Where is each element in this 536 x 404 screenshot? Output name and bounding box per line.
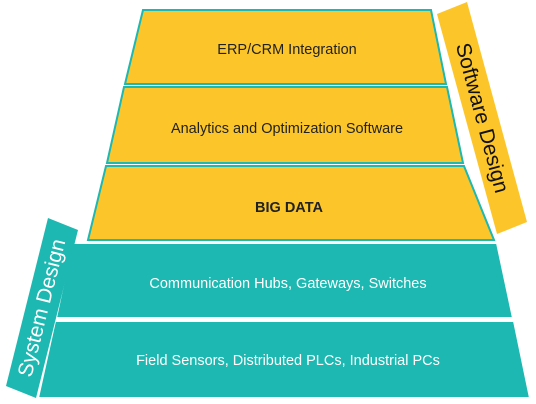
layer-analytics: Analytics and Optimization Software — [105, 86, 465, 164]
layer-field-sensors: Field Sensors, Distributed PLCs, Industr… — [36, 320, 532, 399]
layer-big-data-band — [86, 165, 496, 241]
layer-communication: Communication Hubs, Gateways, Switches — [54, 242, 515, 319]
layer-field-sensors-label: Field Sensors, Distributed PLCs, Industr… — [136, 353, 440, 369]
layer-communication-label: Communication Hubs, Gateways, Switches — [149, 276, 426, 292]
layer-big-data-label: BIG DATA — [255, 200, 323, 216]
layer-erp-crm-label: ERP/CRM Integration — [217, 42, 356, 58]
layer-field-sensors-band — [36, 320, 532, 399]
layer-erp-crm-band — [123, 9, 448, 85]
layer-big-data: BIG DATA — [86, 165, 496, 241]
layer-analytics-label: Analytics and Optimization Software — [171, 121, 403, 137]
layer-analytics-band — [105, 86, 465, 164]
system-design-band — [6, 218, 78, 398]
layer-erp-crm: ERP/CRM Integration — [123, 9, 448, 85]
software-design-band — [437, 2, 527, 234]
